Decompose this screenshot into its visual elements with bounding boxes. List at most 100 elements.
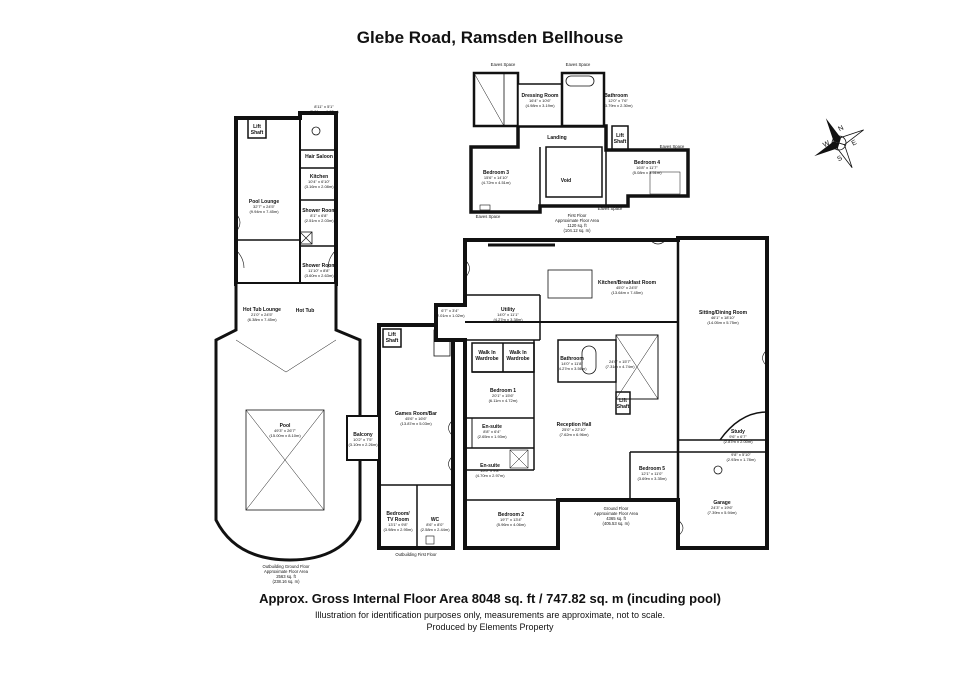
ob-wc-dim-m: (2.58m x 2.44m) bbox=[420, 527, 450, 532]
hot-tub-lounge-name: Hot Tub Lounge bbox=[243, 307, 281, 313]
balcony-dim: 10'2" x 7'5" bbox=[353, 437, 373, 442]
first-floor bbox=[469, 71, 690, 214]
bedroom2-name: Bedroom 2 bbox=[498, 512, 524, 518]
eaves-label-5: Eaves Space bbox=[598, 206, 623, 211]
gf-wc-dim-m: (2.01m x 1.02m) bbox=[435, 313, 465, 318]
gross-area-text: Approx. Gross Internal Floor Area 8048 s… bbox=[259, 591, 721, 606]
kitchen-name: Kitchen/Breakfast Room bbox=[598, 280, 657, 286]
ensuite2-name: En-suite bbox=[480, 463, 500, 469]
walkin1-label-2: Wardrobe bbox=[475, 356, 498, 362]
compass-west-label: W bbox=[822, 140, 831, 149]
ff-caption-2: Approximate Floor Area bbox=[555, 218, 600, 223]
pool-lounge-dim: 32'7" x 24'5" bbox=[253, 204, 276, 209]
gf-lift-label-1: Lift bbox=[619, 398, 627, 404]
ground-floor-labels: WC 6'7" x 3'4" (2.01m x 1.02m) Utility 1… bbox=[435, 280, 756, 527]
games-room-name: Games Room/Bar bbox=[395, 411, 437, 417]
ob-wc-name: WC bbox=[431, 517, 440, 523]
shower-room-1-dim-m: (2.51m x 2.03m) bbox=[304, 218, 334, 223]
walkin2-label-1: Walk In bbox=[509, 350, 526, 356]
gf-caption-4: (405.53 sq. m) bbox=[603, 521, 631, 526]
gf-wc-dim: 6'7" x 3'4" bbox=[441, 308, 459, 313]
void-label: Void bbox=[561, 178, 571, 184]
store-dim-m: (2.93m x 1.78m) bbox=[726, 457, 756, 462]
bedroom3-name: Bedroom 3 bbox=[483, 170, 509, 176]
compass-south-label: S bbox=[836, 155, 844, 164]
ensuite2-dim: 15'5" x 9'8" bbox=[480, 468, 500, 473]
ob-kitchen-dim: 10'4" x 6'10" bbox=[308, 179, 331, 184]
eaves-label-2: Eaves Space bbox=[566, 62, 591, 67]
ob-first-caption: Outbuilding First Floor bbox=[395, 552, 437, 557]
gf-bathroom-name: Bathroom bbox=[560, 356, 584, 362]
store-dim: 9'8" x 5'10" bbox=[731, 452, 751, 457]
landing-label: Landing bbox=[547, 135, 566, 141]
compass-north-label: N bbox=[837, 125, 845, 134]
ff-caption-3: 1120 sq. ft bbox=[567, 223, 587, 228]
gf-caption-1: Ground Floor bbox=[604, 506, 629, 511]
shower-room-1-name: Shower Room bbox=[302, 208, 336, 214]
producer-text: Produced by Elements Property bbox=[426, 622, 554, 632]
eaves-label-4: Eaves Space bbox=[476, 214, 501, 219]
bedroom5-name: Bedroom 5 bbox=[639, 466, 665, 472]
ob-kitchen-dim-m: (3.16m x 2.08m) bbox=[304, 184, 334, 189]
gf-caption-2: Approximate Floor Area bbox=[594, 511, 639, 516]
outbuilding-top-dim: 8'11" x 5'1" bbox=[314, 104, 334, 109]
garage-dim: 24'3" x 19'6" bbox=[711, 505, 734, 510]
dressing-room-name: Dressing Room bbox=[522, 93, 560, 99]
outbuilding-ground-labels: 8'11" x 5'1" (2.81m x 1.55m) Lift Shaft … bbox=[243, 104, 339, 584]
bedroom5-dim-m: (3.69m x 3.35m) bbox=[637, 476, 667, 481]
eaves-label-1: Eaves Space bbox=[491, 62, 516, 67]
hot-tub-label: Hot Tub bbox=[296, 308, 315, 314]
outbuilding-first-floor bbox=[346, 323, 455, 550]
pool-dim: 49'3" x 26'7" bbox=[274, 428, 297, 433]
ff-bathroom-dim: 12'0" x 7'6" bbox=[608, 98, 628, 103]
ground-floor bbox=[434, 236, 769, 550]
gf-bathroom-dim: 14'0" x 11'8" bbox=[561, 361, 583, 366]
pool-lounge-dim-m: (9.94m x 7.45m) bbox=[249, 209, 279, 214]
compass-icon: N E S W bbox=[814, 118, 864, 168]
shower-room-2-dim: 11'10" x 8'8" bbox=[308, 268, 330, 273]
kitchen-dim: 45'0" x 24'5" bbox=[616, 285, 639, 290]
ob-ground-caption-1: Outbuilding Ground Floor bbox=[262, 564, 310, 569]
garage-dim-m: (7.39m x 5.94m) bbox=[707, 510, 737, 515]
bedroom-tv-name-1: Bedroom/ bbox=[386, 511, 410, 517]
ensuite2-dim-m: (4.70m x 2.97m) bbox=[475, 473, 505, 478]
bedroom1-name: Bedroom 1 bbox=[490, 388, 516, 394]
sitting-room-dim-m: (14.05m x 5.75m) bbox=[707, 320, 739, 325]
bedroom-tv-name-2: TV Room bbox=[387, 517, 409, 523]
shower-room-2-dim-m: (3.60m x 2.63m) bbox=[304, 273, 334, 278]
bedroom3-dim-m: (4.72m x 4.51m) bbox=[481, 180, 511, 185]
sitting-room-name: Sitting/Dining Room bbox=[699, 310, 748, 316]
shower-room-2-name: Shower Room bbox=[302, 263, 336, 269]
kitchen-dim-m: (13.64m x 7.45m) bbox=[611, 290, 643, 295]
dressing-room-dim-m: (4.98m x 3.19m) bbox=[525, 103, 555, 108]
ob-kitchen-name: Kitchen bbox=[310, 174, 328, 180]
ensuite1-dim: 8'8" x 6'4" bbox=[483, 429, 501, 434]
gf-lift-label-2: Shaft bbox=[617, 404, 630, 410]
bedroom-tv-dim-m: (3.98m x 2.95m) bbox=[383, 527, 413, 532]
ff-caption-4: (104.12 sq. m) bbox=[564, 228, 592, 233]
walkin2-label-2: Wardrobe bbox=[506, 356, 529, 362]
outbuilding-ground-floor bbox=[214, 111, 362, 562]
utility-dim-m: (4.27m x 3.38m) bbox=[493, 317, 523, 322]
hair-saloon-label: Hair Saloon bbox=[305, 154, 333, 160]
ensuite1-name: En-suite bbox=[482, 424, 502, 430]
outbuilding-first-labels: Lift Shaft Games Room/Bar 45'6" x 16'6" … bbox=[348, 332, 450, 557]
garage-name: Garage bbox=[713, 500, 730, 506]
study-dim: 9'6" x 6'7" bbox=[729, 434, 747, 439]
ensuite1-dim-m: (2.65m x 1.93m) bbox=[477, 434, 507, 439]
gf-caption-3: 4365 sq. ft bbox=[606, 516, 626, 521]
reception-dim: 25'0" x 22'10" bbox=[562, 427, 587, 432]
bedroom-tv-dim: 13'1" x 9'8" bbox=[388, 522, 408, 527]
shower-room-1-dim: 8'1" x 6'8" bbox=[310, 213, 328, 218]
ff-lift-label-1: Lift bbox=[616, 133, 624, 139]
gallery-dim: 24'0" x 15'7" bbox=[609, 359, 632, 364]
dressing-room-dim: 16'4" x 10'6" bbox=[529, 98, 552, 103]
utility-name: Utility bbox=[501, 307, 515, 313]
games-room-dim: 45'6" x 16'6" bbox=[405, 416, 428, 421]
reception-name: Reception Hall bbox=[557, 422, 592, 428]
ff-bathroom-dim-m: (3.79m x 2.30m) bbox=[603, 103, 633, 108]
ob-ground-caption-4: (238.16 sq. m) bbox=[273, 579, 301, 584]
disclaimer-text: Illustration for identification purposes… bbox=[314, 610, 665, 620]
outbuilding-top-dim-m: (2.81m x 1.55m) bbox=[309, 109, 339, 114]
